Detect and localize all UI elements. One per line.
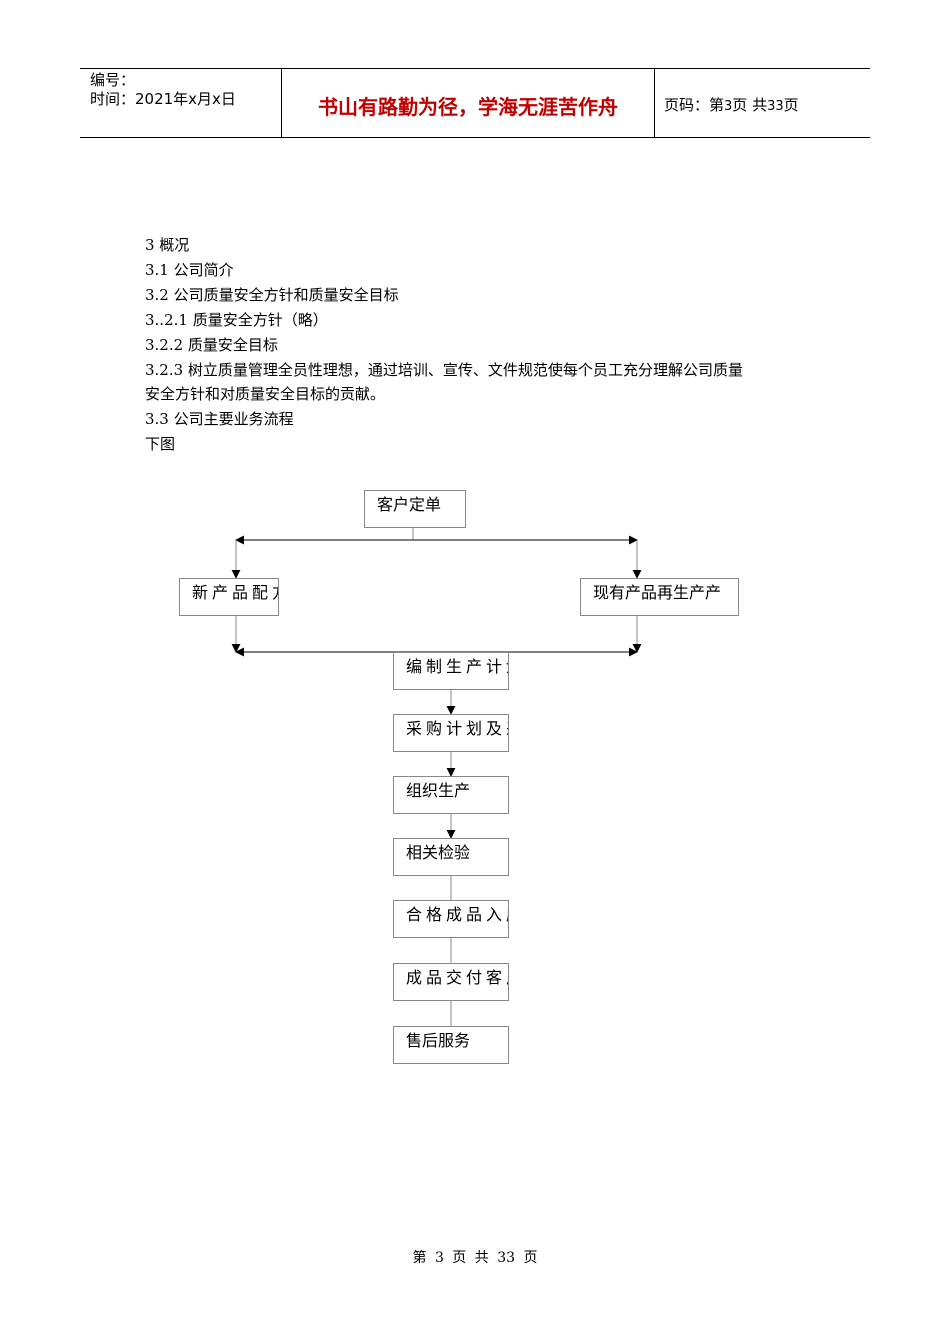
- header-divider: [654, 69, 655, 137]
- header-divider: [281, 69, 282, 137]
- page-prefix: 页码：第: [664, 96, 725, 114]
- header-meta: 编号： 时间：2021年x月x日: [90, 71, 236, 109]
- page-header: 编号： 时间：2021年x月x日 书山有路勤为径，学海无涯苦作舟 页码：第3页 …: [80, 68, 870, 138]
- flow-node-production-plan: 编制生产计划: [393, 652, 509, 690]
- flow-node-delivery: 成品交付客户: [393, 963, 509, 1001]
- section-heading: 3.3 公司主要业务流程: [145, 410, 294, 429]
- section-heading: 3.2 公司质量安全方针和质量安全目标: [145, 285, 399, 304]
- header-motto: 书山有路勤为径，学海无涯苦作舟: [318, 95, 618, 119]
- flow-node-customer-order: 客户定单: [364, 490, 466, 528]
- flow-node-new-product: 新产品配方: [179, 578, 279, 616]
- page-footer: 第 3 页 共 33 页: [412, 1250, 538, 1266]
- page-suffix: 页: [783, 96, 799, 114]
- section-heading: 3.1 公司简介: [145, 260, 234, 279]
- document-time: 时间：2021年x月x日: [90, 90, 236, 108]
- paragraph-line: 3.2.3 树立质量管理全员性理想，通过培训、宣传、文件规范使每个员工充分理解公…: [145, 360, 743, 379]
- paragraph-line: 安全方针和对质量安全目标的贡献。: [145, 385, 386, 404]
- section-heading: 3..2.1 质量安全方针（略）: [145, 310, 328, 329]
- header-page-info: 页码：第3页 共33页: [664, 94, 799, 115]
- flow-node-storage: 合格成品入库: [393, 900, 509, 938]
- section-heading: 3.2.2 质量安全目标: [145, 335, 278, 354]
- flow-node-purchase: 采购计划及采购: [393, 714, 509, 752]
- body-text: 3 概况 3.1 公司简介 3.2 公司质量安全方针和质量安全目标 3..2.1…: [145, 233, 815, 457]
- page-current: 3: [724, 99, 733, 114]
- flow-node-existing-product: 现有产品再生产产: [580, 578, 739, 616]
- paragraph-line: 下图: [145, 435, 176, 454]
- flow-node-inspection: 相关检验: [393, 838, 509, 876]
- page-total: 33: [767, 99, 784, 114]
- document-number-label: 编号：: [90, 71, 136, 89]
- flow-node-organize-production: 组织生产: [393, 776, 509, 814]
- page-middle: 页 共: [732, 96, 768, 114]
- section-heading: 3 概况: [145, 236, 190, 254]
- flow-node-after-sales: 售后服务: [393, 1026, 509, 1064]
